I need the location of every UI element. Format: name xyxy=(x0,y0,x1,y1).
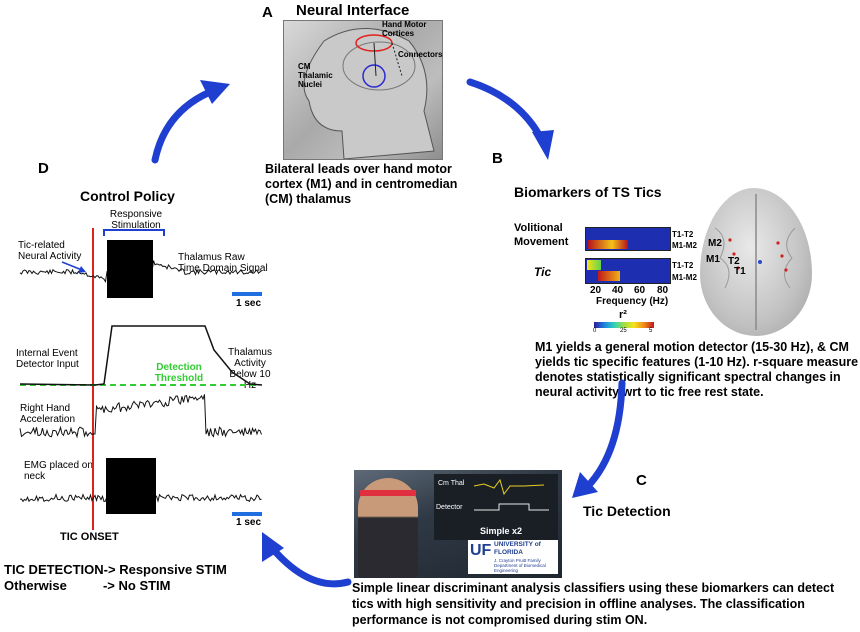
emg-artifact-block xyxy=(106,458,156,514)
brain-label-m1: M1 xyxy=(706,254,720,265)
arrow-b-to-c xyxy=(584,379,626,490)
freq-tick-40: 40 xyxy=(612,285,624,296)
tic-detection-photo: Cm Thal Detector Simple x2 UF UNIVERSITY… xyxy=(354,470,562,578)
arrowhead-c xyxy=(572,472,598,498)
panel-b-caption: M1 yields a general motion detector (15-… xyxy=(535,340,859,399)
panel-d-title: Control Policy xyxy=(80,188,175,204)
policy-line-1: TIC DETECTION-> Responsive STIM xyxy=(4,562,227,577)
cm-nuclei-label: CM Thalamic Nuclei xyxy=(298,62,333,89)
emg-label: EMG placed on neck xyxy=(24,460,93,482)
mri-sketch xyxy=(303,28,435,159)
tic-label: Tic xyxy=(534,265,552,279)
colorbar-tick-0: 0 xyxy=(593,328,597,334)
freq-tick-20: 20 xyxy=(590,285,602,296)
thalamus-raw-label: Thalamus Raw Time Domain Signal xyxy=(178,252,268,274)
internal-event-label: Internal Event Detector Input xyxy=(16,348,79,370)
scale-bar-1-label: 1 sec xyxy=(236,298,262,309)
screen-label-detector: Detector xyxy=(436,504,463,511)
freq-tick-80: 80 xyxy=(657,285,669,296)
brain-image xyxy=(700,188,812,336)
connectors-label: Connectors xyxy=(398,50,443,59)
panel-c-title: Tic Detection xyxy=(583,503,671,519)
colorbar-tick-25: 25 xyxy=(620,328,627,334)
mri-head-image xyxy=(283,20,443,160)
brain-label-t2: T2 xyxy=(728,256,740,267)
colorbar-tick-5: 5 xyxy=(649,328,653,334)
brain-label-m2: M2 xyxy=(708,238,722,249)
panel-a-letter: A xyxy=(262,4,273,21)
freq-axis-label: Frequency (Hz) xyxy=(596,296,669,307)
hand-acceleration-trace xyxy=(19,394,262,439)
uf-logo: UF xyxy=(470,542,492,559)
arrow-a-to-b xyxy=(466,78,546,144)
heatmap-tic-hot2 xyxy=(598,271,620,281)
right-hand-label: Right Hand Acceleration xyxy=(20,403,76,425)
detector-input-trace xyxy=(19,325,263,386)
stim-artifact-block xyxy=(107,240,153,298)
screen-label-speed: Simple x2 xyxy=(480,526,523,536)
uf-logo-box xyxy=(468,540,558,574)
volitional-label: Volitional Movement xyxy=(514,222,569,248)
ch-label-3: T1-T2 xyxy=(672,261,694,270)
arrowhead-a xyxy=(200,80,230,104)
panel-d-letter: D xyxy=(38,160,49,177)
ch-label-1: T1-T2 xyxy=(672,230,694,239)
screen-traces xyxy=(473,478,549,511)
cycle-arrows xyxy=(151,78,626,588)
scale-bar-2-label: 1 sec xyxy=(236,517,262,528)
headband xyxy=(360,490,416,496)
heatmap-volitional-hot xyxy=(588,240,628,249)
colorbar-label: r² xyxy=(619,309,627,321)
hand-motor-label: Hand Motor Cortices xyxy=(382,20,427,38)
panel-a-caption: Bilateral leads over hand motor cortex (… xyxy=(265,162,458,206)
ch-label-4: M1-M2 xyxy=(672,273,697,282)
arrowhead-d xyxy=(262,532,284,562)
uf-university: UNIVERSITY of FLORIDA xyxy=(494,541,541,556)
brain-label-t1: T1 xyxy=(734,266,746,277)
brain-sulci xyxy=(714,194,796,330)
threshold-label: Detection Threshold xyxy=(154,362,204,384)
panel-a-title: Neural Interface xyxy=(296,2,410,19)
tic-activity-label: Tic-related Neural Activity xyxy=(18,240,82,262)
tic-pointer-arrow xyxy=(61,261,83,271)
heatmap-tic xyxy=(585,258,671,284)
panel-b-letter: B xyxy=(492,150,503,167)
heatmap-volitional xyxy=(585,227,671,251)
arrowhead-b xyxy=(532,130,554,160)
colorbar xyxy=(594,322,654,328)
uf-department: J. Crayton Pruitt Family Department of B… xyxy=(494,558,546,573)
arrow-c-to-d xyxy=(268,544,352,588)
panel-c-letter: C xyxy=(636,472,647,489)
stim-bracket xyxy=(103,229,165,236)
tic-onset-label: TIC ONSET xyxy=(60,531,119,543)
cycle-arrowheads xyxy=(200,80,598,562)
responsive-stim-label: Responsive Stimulation xyxy=(109,209,163,231)
arrow-d-to-a xyxy=(151,88,214,164)
thalamus-activity-label: Thalamus Activity Below 10 Hz xyxy=(228,347,272,391)
cm-circle xyxy=(362,64,386,88)
ch-label-2: M1-M2 xyxy=(672,241,697,250)
policy-line-2: Otherwise -> No STIM xyxy=(4,578,171,593)
tic-pointer-arrowhead xyxy=(78,266,86,273)
panel-b-title: Biomarkers of TS Tics xyxy=(514,184,662,200)
freq-tick-60: 60 xyxy=(634,285,646,296)
heatmap-tic-hot1 xyxy=(587,260,601,270)
panel-c-caption: Simple linear discriminant analysis clas… xyxy=(352,581,835,627)
screen-label-cmthal: Cm Thal xyxy=(438,480,465,487)
